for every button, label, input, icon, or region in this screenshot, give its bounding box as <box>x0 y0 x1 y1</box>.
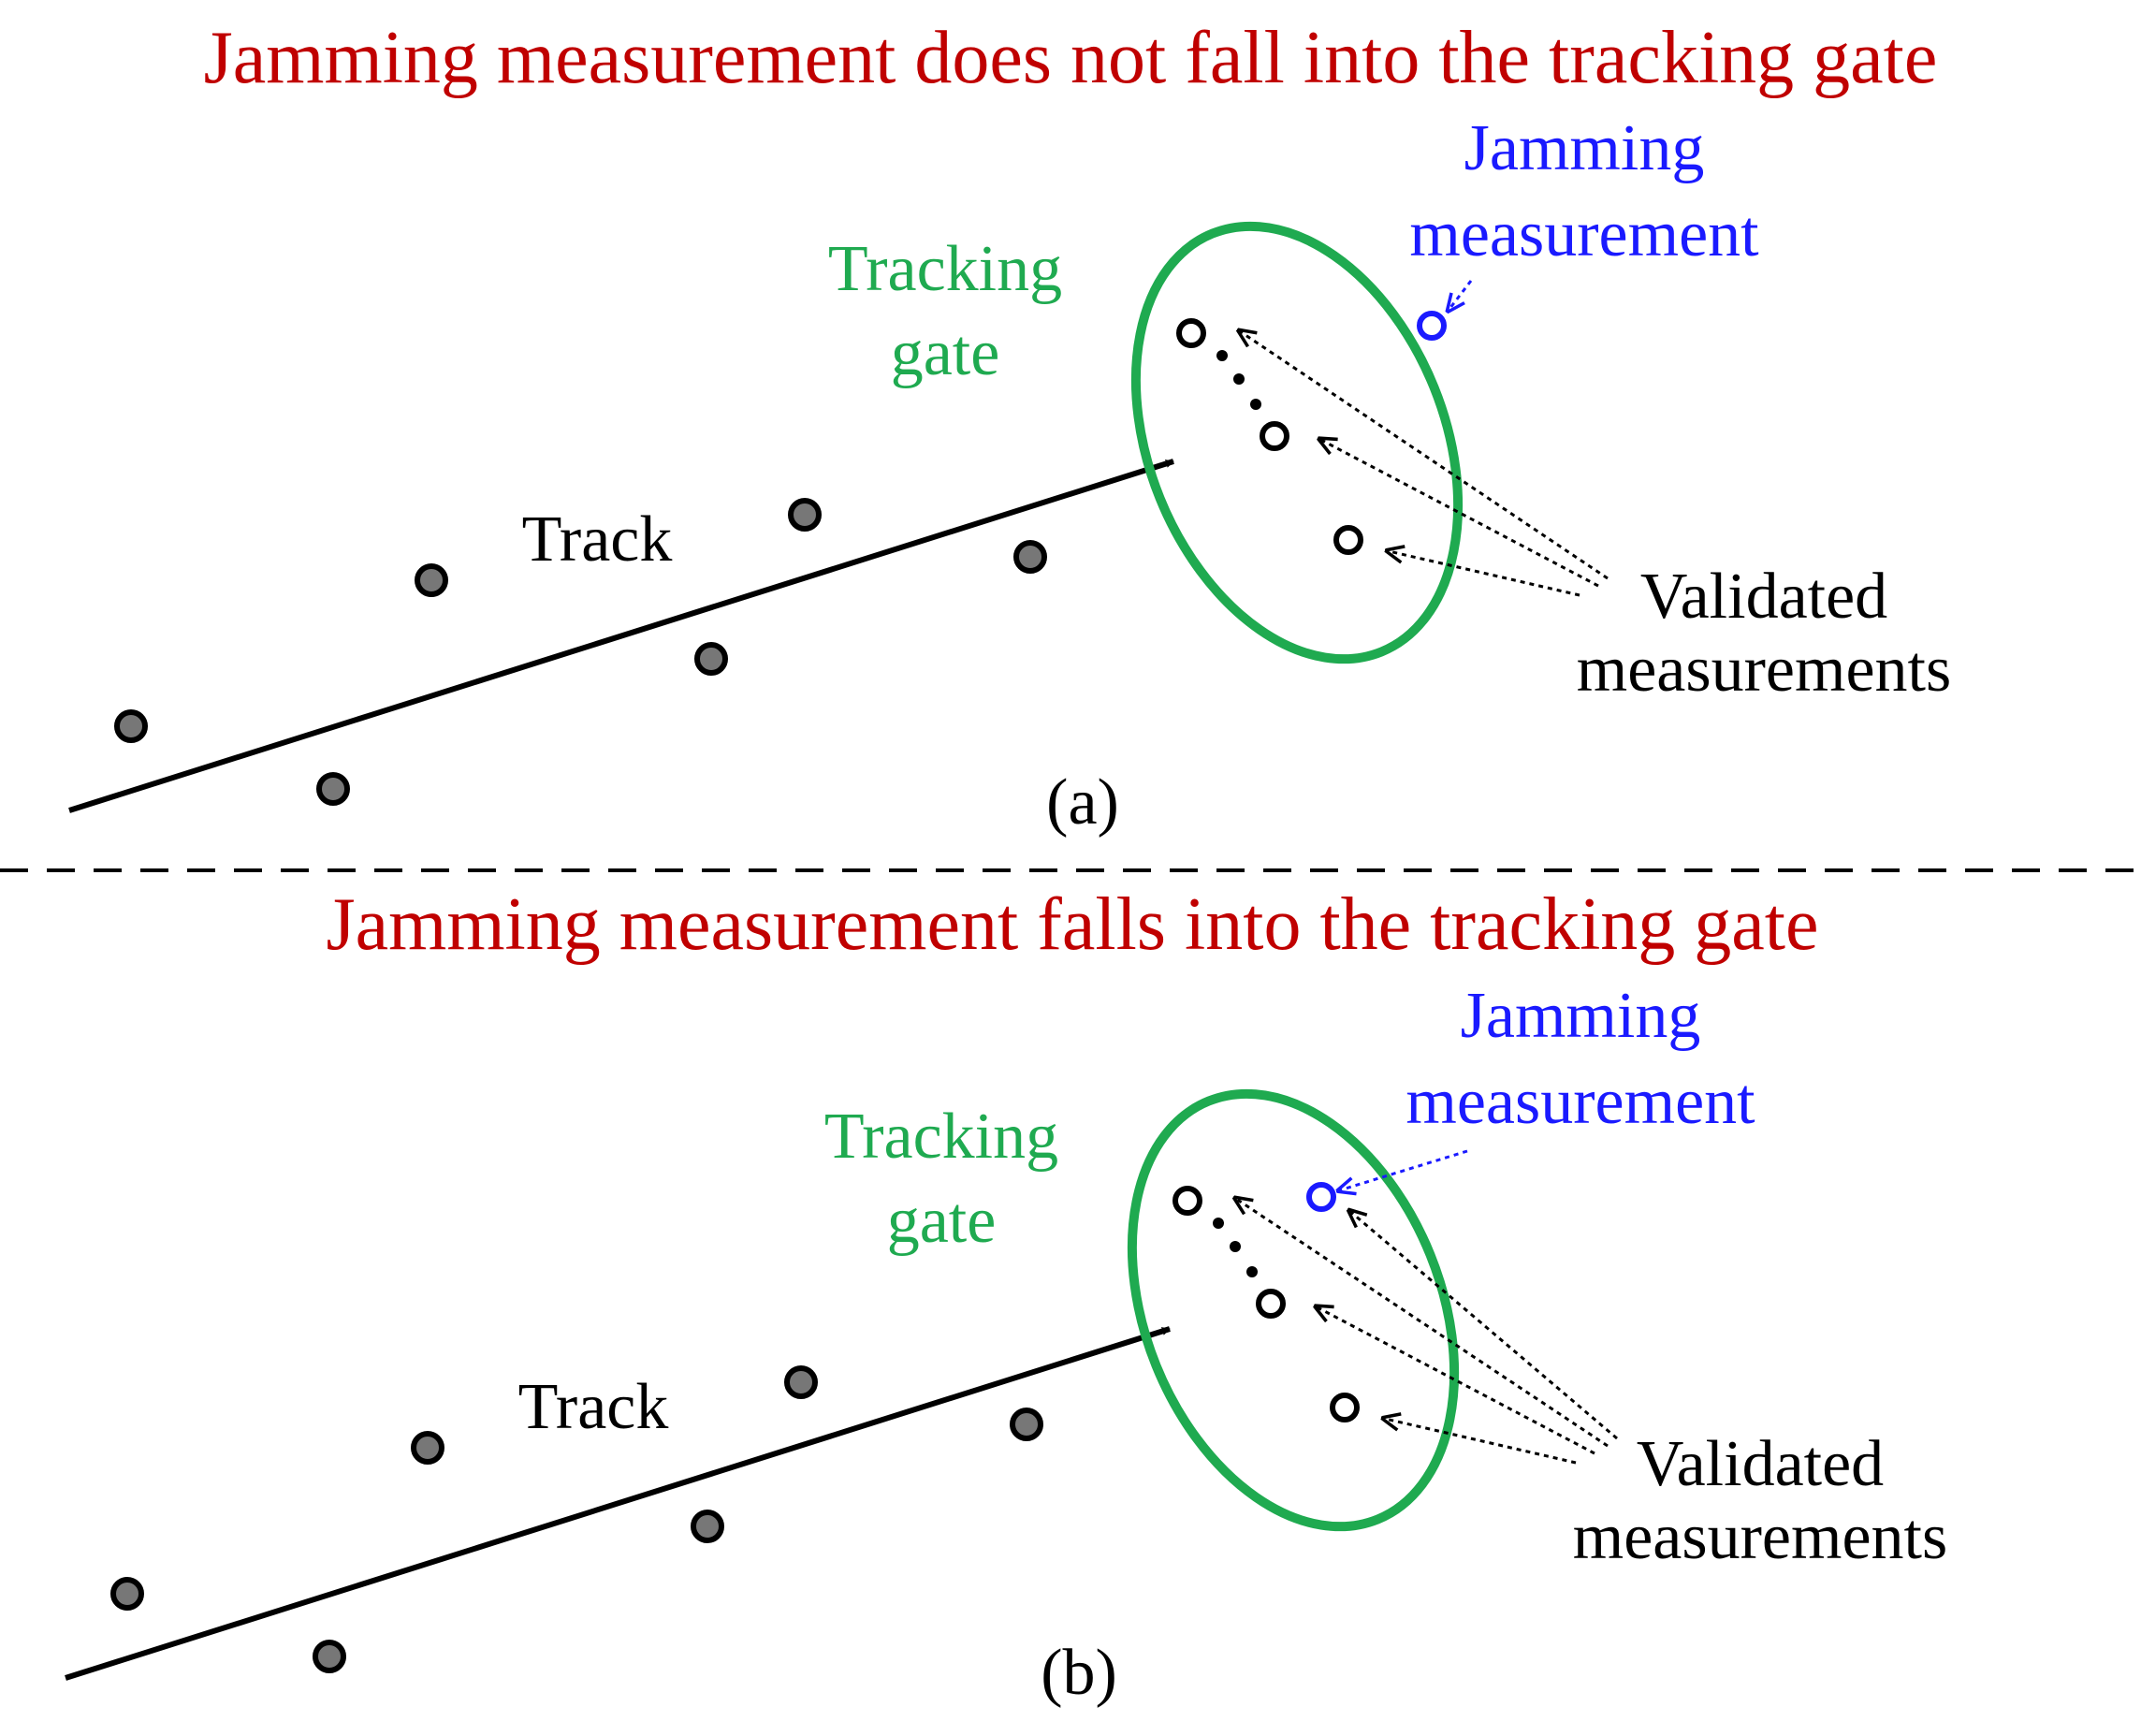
clutter-point <box>313 1640 346 1673</box>
jamming-label: Jamming <box>1464 112 1705 184</box>
ellipsis-dot <box>1230 1241 1241 1252</box>
panel-b: Jamming measurement falls into the track… <box>65 883 1947 1709</box>
validated-label: measurements <box>1577 634 1951 706</box>
clutter-point <box>411 1431 444 1465</box>
jamming-measurement <box>1417 311 1447 341</box>
clutter-point <box>784 1365 818 1399</box>
ellipsis-dot <box>1246 1266 1258 1277</box>
clutter-point <box>694 642 728 676</box>
clutter-point <box>110 1577 144 1611</box>
ellipsis-dot <box>1216 350 1228 361</box>
validated-pointer <box>1381 1418 1577 1465</box>
tracking-gate <box>1130 221 1464 664</box>
clutter-point <box>316 772 350 806</box>
clutter-points <box>110 1365 1043 1673</box>
track-label: Track <box>522 503 673 576</box>
clutter-point <box>788 498 822 532</box>
track-label: Track <box>518 1371 669 1443</box>
tracking-gate <box>1127 1088 1460 1532</box>
validated-pointer <box>1318 438 1599 588</box>
gate-label: gate <box>891 317 1000 389</box>
panel-b-caption: (b) <box>1041 1637 1117 1709</box>
ellipsis-dot <box>1233 373 1245 385</box>
clutter-point <box>415 563 448 597</box>
ellipsis-dots <box>1213 1218 1258 1277</box>
panel-a-title: Jamming measurement does not fall into t… <box>204 17 1938 99</box>
panel-a-caption: (a) <box>1046 766 1119 839</box>
validated-pointer <box>1385 550 1580 597</box>
validated-measurement <box>1176 318 1206 348</box>
validated-measurement <box>1333 525 1363 555</box>
validated-pointer <box>1314 1306 1595 1455</box>
validated-measurement <box>1256 1289 1286 1319</box>
validated-measurements <box>1176 318 1363 555</box>
validated-label: Validated <box>1637 1428 1884 1500</box>
jamming-label: Jamming <box>1461 980 1701 1052</box>
ellipsis-dots <box>1216 350 1261 410</box>
jamming-measurement <box>1306 1182 1336 1212</box>
validated-measurement <box>1172 1186 1202 1216</box>
validated-measurements <box>1172 1186 1360 1422</box>
validated-pointer <box>1233 1197 1609 1448</box>
ellipsis-dot <box>1213 1218 1224 1229</box>
gate-label: gate <box>887 1185 997 1257</box>
gate-label: Tracking <box>828 233 1062 305</box>
track-arrow <box>65 1326 1171 1681</box>
validated-label: measurements <box>1573 1501 1947 1573</box>
validated-label: Validated <box>1640 561 1887 633</box>
track-arrow <box>68 459 1174 813</box>
panel-b-title: Jamming measurement falls into the track… <box>326 883 1818 966</box>
gate-label: Tracking <box>824 1101 1058 1173</box>
jamming-label: measurement <box>1405 1066 1755 1138</box>
validated-pointers <box>1233 1197 1618 1465</box>
validated-measurement <box>1330 1393 1360 1422</box>
panel-a: Jamming measurement does not fall into t… <box>68 17 1951 839</box>
clutter-point <box>1013 540 1047 574</box>
clutter-point <box>114 709 148 743</box>
clutter-point <box>1010 1408 1043 1441</box>
validated-pointers <box>1237 329 1609 597</box>
clutter-point <box>691 1510 724 1543</box>
jamming-label: measurement <box>1409 198 1759 270</box>
jamming-arrow <box>1447 280 1473 313</box>
ellipsis-dot <box>1250 399 1261 410</box>
jamming-arrow <box>1336 1149 1468 1191</box>
validated-measurement <box>1260 421 1289 451</box>
clutter-points <box>114 498 1047 806</box>
validated-pointer <box>1347 1209 1618 1440</box>
